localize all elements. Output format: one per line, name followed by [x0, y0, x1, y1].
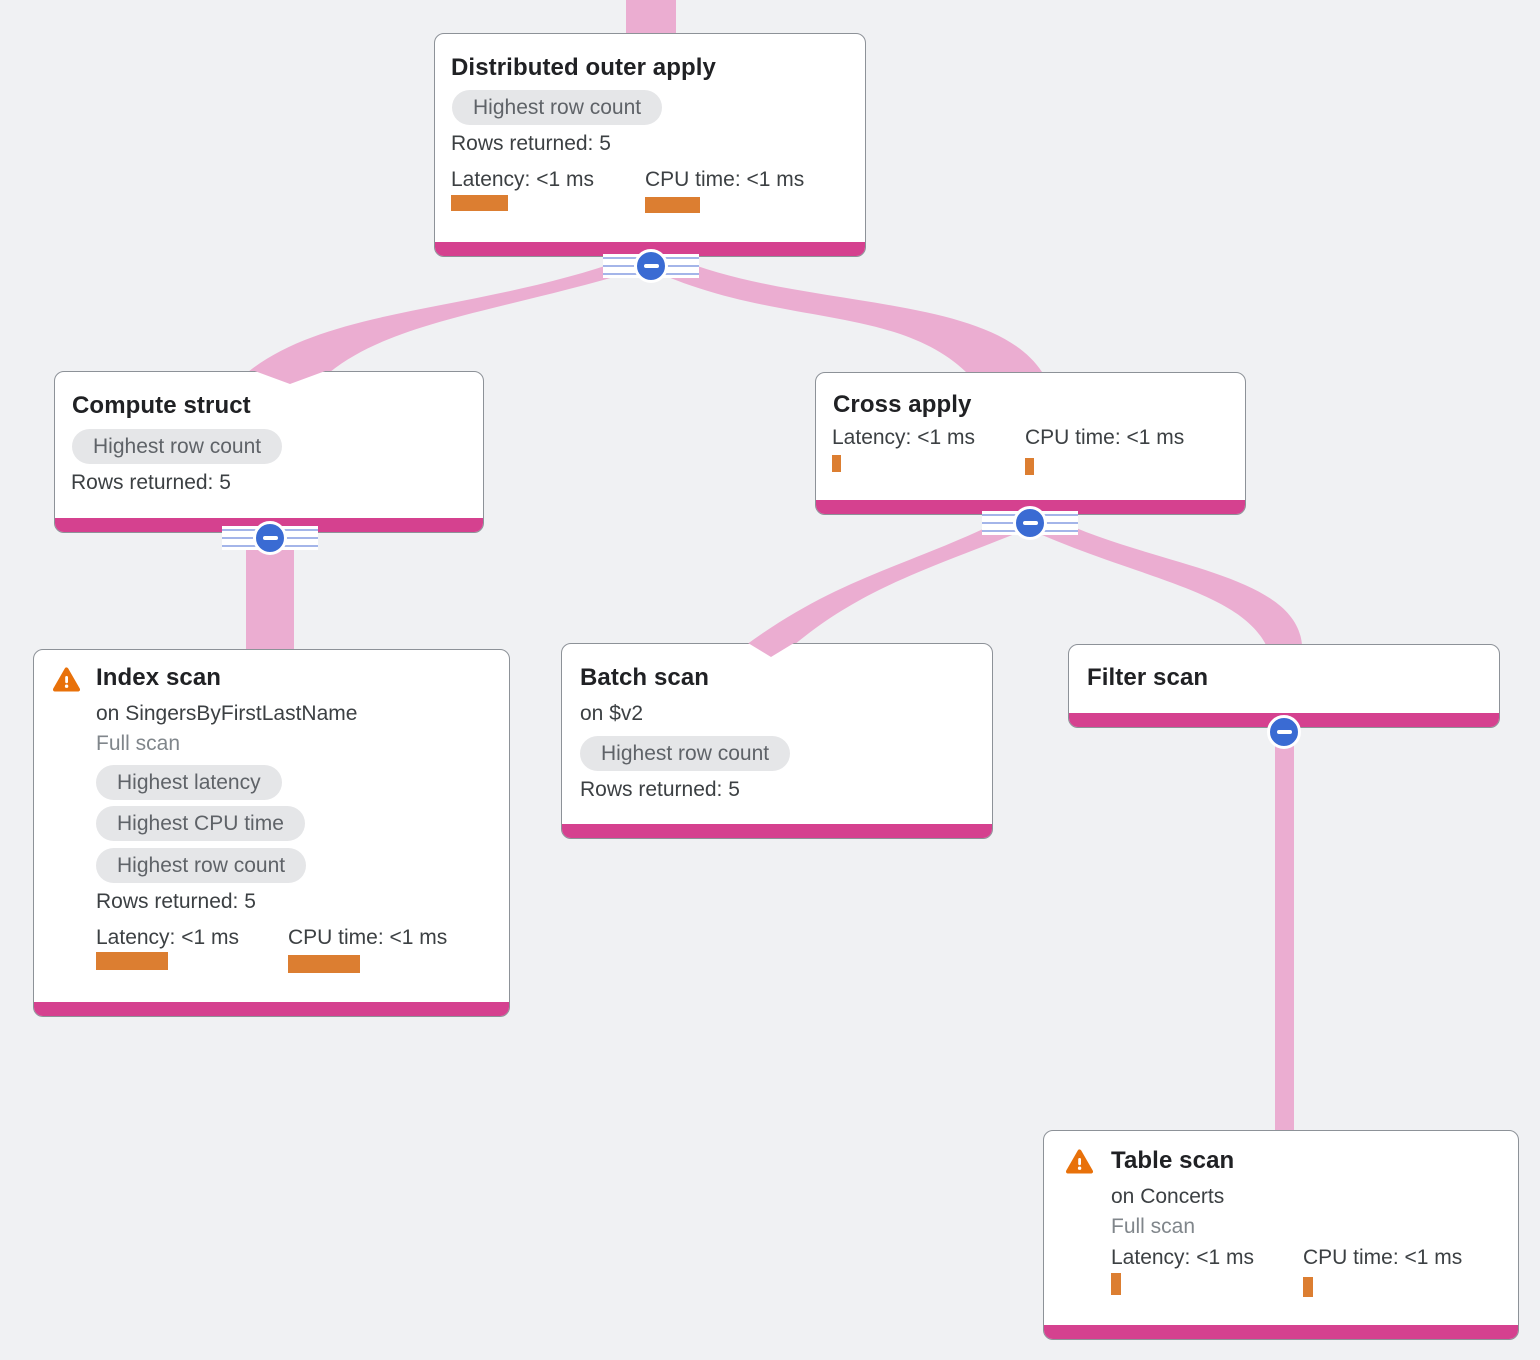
cpu-time-label: CPU time: <1 ms — [288, 926, 448, 949]
rows-returned-label: Rows returned: 5 — [580, 778, 740, 801]
metric-badge: Highest row count — [96, 848, 307, 883]
cpu-time-bar — [1303, 1277, 1313, 1297]
warning-icon — [1066, 1149, 1093, 1174]
node-bottom-strip — [34, 1002, 509, 1016]
node-title: Compute struct — [72, 392, 251, 419]
plan-node-table-scan[interactable]: Table scan on Concerts Full scan Latency… — [1043, 1130, 1519, 1340]
node-bottom-strip — [1044, 1325, 1518, 1339]
latency-label: Latency: <1 ms — [451, 168, 594, 191]
node-title: Index scan — [96, 664, 222, 691]
latency-bar — [1111, 1273, 1121, 1295]
plan-node-index-scan[interactable]: Index scan on SingersByFirstLastName Ful… — [33, 649, 510, 1017]
rows-returned-label: Rows returned: 5 — [71, 471, 231, 494]
metric-badge: Highest latency — [96, 765, 282, 800]
metric-badge: Highest row count — [452, 90, 663, 125]
plan-node-compute-struct[interactable]: Compute struct Highest row count Rows re… — [54, 371, 484, 533]
node-title: Batch scan — [580, 664, 710, 691]
plan-node-batch-scan[interactable]: Batch scan on $v2 Highest row count Rows… — [561, 643, 993, 839]
node-bottom-strip — [562, 824, 992, 838]
node-subtitle: on SingersByFirstLastName — [96, 702, 358, 725]
cpu-time-bar — [288, 955, 360, 973]
node-title: Distributed outer apply — [451, 54, 716, 81]
plan-node-cross-apply[interactable]: Cross apply Latency: <1 ms CPU time: <1 … — [815, 372, 1246, 515]
edge-cross-apply-to-batch-scan — [746, 518, 1054, 645]
metric-badge: Highest CPU time — [96, 806, 305, 841]
cpu-time-bar — [645, 197, 700, 213]
edge-cross-apply-to-filter-scan — [1006, 518, 1302, 645]
scan-type-label: Full scan — [96, 732, 181, 755]
edge-distributed-to-compute-struct — [248, 258, 676, 372]
latency-label: Latency: <1 ms — [832, 426, 975, 449]
latency-bar — [832, 455, 841, 472]
cpu-time-label: CPU time: <1 ms — [1025, 426, 1185, 449]
rows-returned-label: Rows returned: 5 — [451, 132, 611, 155]
node-title: Table scan — [1111, 1147, 1235, 1174]
node-title: Cross apply — [833, 391, 972, 418]
collapse-button-cross-apply[interactable] — [1013, 506, 1047, 540]
metric-badge: Highest row count — [72, 429, 283, 464]
node-subtitle: on $v2 — [580, 702, 644, 725]
latency-label: Latency: <1 ms — [1111, 1246, 1254, 1269]
edge-root-to-distributed-outer-apply — [626, 0, 676, 36]
rows-returned-label: Rows returned: 5 — [96, 890, 256, 913]
latency-bar — [451, 195, 508, 211]
edge-distributed-to-cross-apply — [628, 258, 1042, 372]
node-subtitle: on Concerts — [1111, 1185, 1225, 1208]
plan-node-distributed-outer-apply[interactable]: Distributed outer apply Highest row coun… — [434, 33, 866, 257]
scan-type-label: Full scan — [1111, 1215, 1196, 1238]
warning-icon — [53, 667, 80, 692]
node-title: Filter scan — [1087, 664, 1209, 691]
collapse-button-compute-struct[interactable] — [253, 521, 287, 555]
cpu-time-label: CPU time: <1 ms — [1303, 1246, 1463, 1269]
edge-filter-scan-to-table-scan — [1275, 720, 1294, 1132]
metric-badge: Highest row count — [580, 736, 791, 771]
cpu-time-bar — [1025, 458, 1034, 475]
collapse-button-filter-scan[interactable] — [1267, 715, 1301, 749]
latency-bar — [96, 952, 168, 970]
latency-label: Latency: <1 ms — [96, 926, 239, 949]
cpu-time-label: CPU time: <1 ms — [645, 168, 805, 191]
collapse-button-distributed-outer-apply[interactable] — [634, 249, 668, 283]
